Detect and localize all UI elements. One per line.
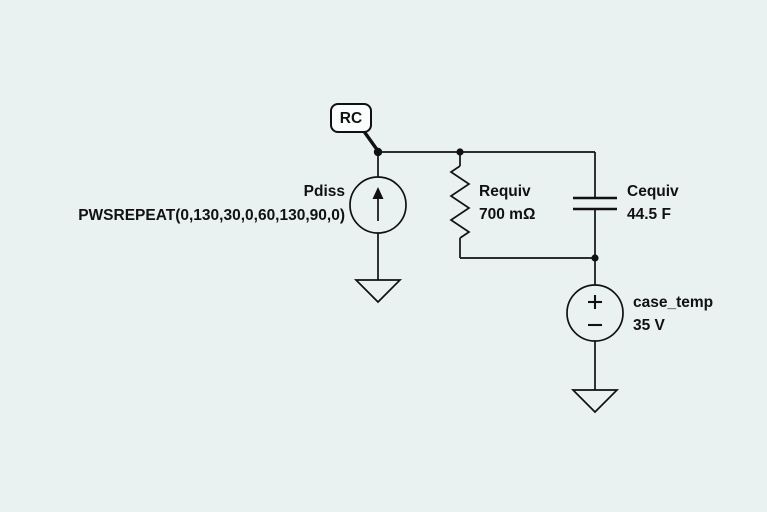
resistor-name-label: Requiv	[479, 183, 531, 200]
voltage-source-circle	[566, 284, 624, 342]
current-source-arrow-head	[372, 187, 384, 199]
rc-tag-leader-line	[361, 129, 380, 152]
junction-dot	[373, 147, 383, 157]
capacitor-value-label: 44.5 F	[627, 206, 671, 223]
junction-dot	[456, 148, 464, 156]
junction-dots	[373, 147, 599, 262]
current-source-circle	[349, 176, 407, 234]
voltage-source-symbol	[566, 284, 624, 342]
resistor-symbol	[449, 165, 471, 239]
ground-symbol-left	[353, 279, 403, 304]
current-source-symbol	[349, 176, 407, 234]
junction-dot	[591, 254, 599, 262]
wires	[377, 151, 596, 390]
ground-triangle	[353, 279, 403, 304]
voltage-source-value-label: 35 V	[633, 317, 665, 334]
resistor-value-label: 700 mΩ	[479, 206, 536, 223]
capacitor-name-label: Cequiv	[627, 183, 679, 200]
ground-triangle	[570, 389, 620, 414]
resistor-zigzag	[449, 165, 471, 239]
voltage-source-name-label: case_temp	[633, 294, 714, 311]
plus-sign-icon	[588, 295, 602, 309]
current-source-value-label: PWSREPEAT(0,130,30,0,60,130,90,0)	[78, 207, 345, 224]
ground-symbol-right	[570, 389, 620, 414]
capacitor-symbol	[573, 196, 617, 211]
current-source-name-label: Pdiss	[303, 183, 345, 200]
rc-node-tag	[330, 103, 380, 152]
rc-tag-box	[330, 103, 372, 133]
rc-node-tag-label: RC	[339, 110, 363, 127]
